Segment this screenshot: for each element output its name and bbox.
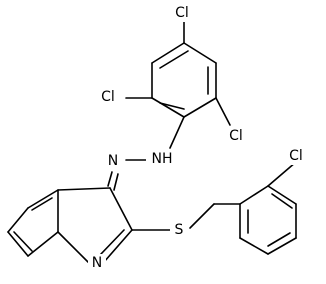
bond	[267, 232, 291, 247]
bond	[189, 203, 215, 229]
bond	[99, 229, 125, 256]
atom-label-n-ring: N	[92, 255, 102, 271]
bond	[113, 173, 119, 191]
bond	[239, 185, 269, 205]
bond	[57, 187, 111, 191]
bond	[267, 185, 297, 205]
label-background	[146, 150, 178, 168]
bond	[183, 42, 217, 64]
bond	[7, 207, 29, 233]
bond	[27, 231, 59, 257]
bond	[215, 97, 231, 126]
atom-label-cl-benzyl: Cl	[289, 148, 303, 164]
bond	[183, 97, 217, 118]
bond	[271, 193, 293, 209]
bond	[7, 231, 29, 257]
label-background	[281, 147, 311, 165]
bond	[151, 97, 185, 118]
atom-label-nh: NH	[152, 151, 173, 167]
bond	[103, 229, 133, 263]
label-background	[104, 152, 122, 170]
label-background	[170, 221, 188, 239]
label-background	[168, 4, 198, 22]
bond	[27, 189, 59, 209]
bond	[57, 231, 89, 263]
bond	[107, 171, 113, 187]
bond	[109, 187, 133, 231]
atom-label-s: S	[175, 222, 184, 238]
bond	[239, 237, 269, 255]
bond-lines	[7, 17, 297, 263]
atom-label-n-azo: N	[108, 153, 118, 169]
bond	[267, 161, 297, 187]
atom-label-cl-top: Cl	[175, 5, 189, 21]
bond	[169, 116, 185, 149]
label-background	[94, 88, 124, 106]
atom-label-cl-left: Cl	[101, 89, 115, 105]
bond	[151, 42, 185, 64]
atom-labels: Cl Cl Cl Cl NH N S N	[88, 4, 311, 272]
atom-label-cl-right: Cl	[229, 128, 243, 144]
bond	[159, 50, 189, 69]
bond	[13, 231, 33, 252]
bond	[31, 197, 53, 211]
label-background	[222, 127, 252, 145]
bond	[159, 102, 185, 110]
label-background	[88, 254, 106, 272]
bond	[267, 237, 297, 255]
